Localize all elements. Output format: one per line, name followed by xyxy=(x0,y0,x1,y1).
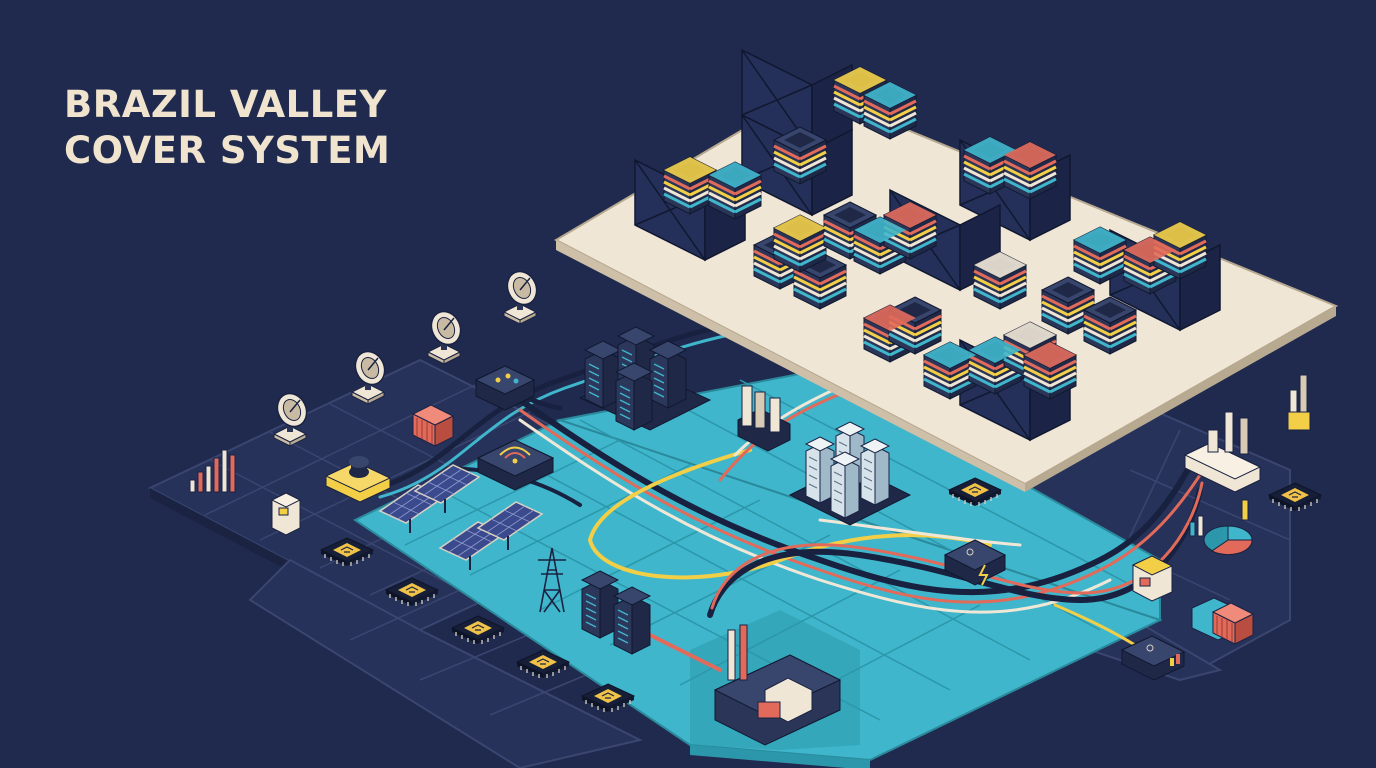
title-line-1: BRAZIL VALLEY xyxy=(64,82,390,128)
cooling-tower-icon xyxy=(1288,375,1310,430)
data-module-icon xyxy=(774,127,826,184)
server-rack-icon xyxy=(616,363,652,430)
satellite-dish-icon xyxy=(272,389,312,446)
server-rack-icon xyxy=(650,341,686,408)
title-line-2: COVER SYSTEM xyxy=(64,128,390,174)
diagram-title: BRAZIL VALLEY COVER SYSTEM xyxy=(64,82,390,174)
server-rack-icon xyxy=(614,587,650,654)
battery-cabinet-icon xyxy=(272,493,300,535)
satellite-dish-icon xyxy=(426,307,466,364)
storage-unit-icon xyxy=(1133,556,1172,601)
satellite-dish-icon xyxy=(350,347,390,404)
satellite-dish-icon xyxy=(502,267,542,324)
microchip-icon xyxy=(452,616,504,644)
server-rack-icon xyxy=(582,571,618,638)
data-module-icon xyxy=(1084,297,1136,354)
